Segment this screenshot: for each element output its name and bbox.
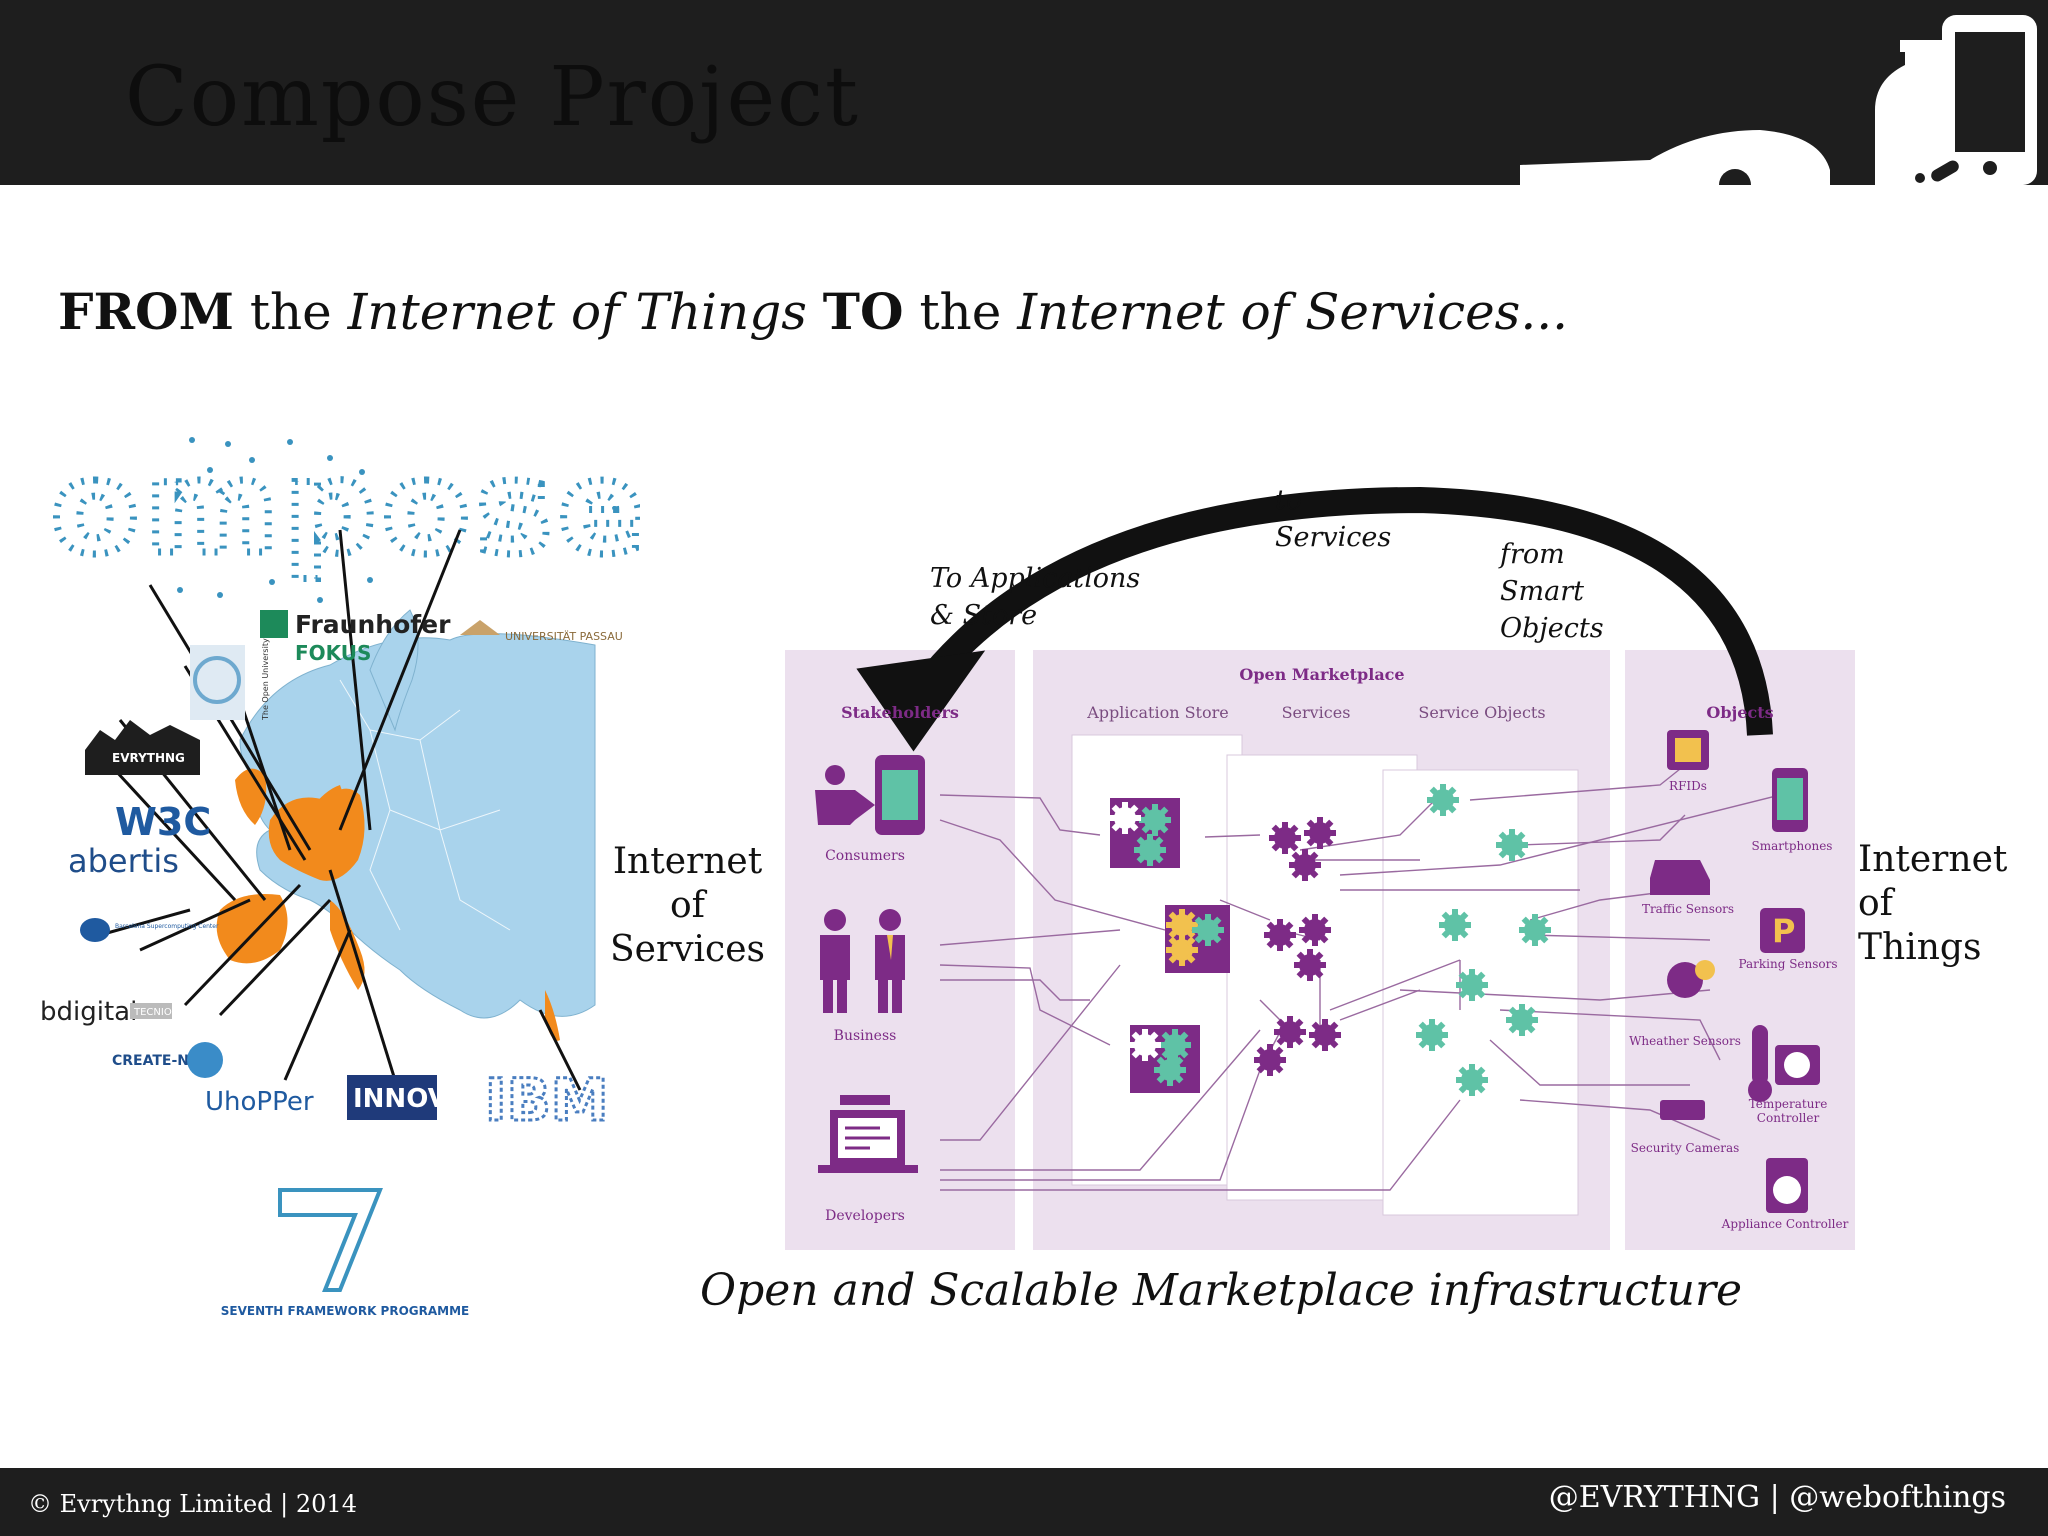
logo-create-net: CREATE-NET [112, 1042, 223, 1078]
app-store-apps [1109, 798, 1230, 1093]
header-devices-illustration [1520, 15, 2037, 185]
compose-logo-text: compose [40, 434, 640, 583]
traffic-sensors-label: Traffic Sensors [1642, 902, 1734, 916]
col-services: Services [1282, 703, 1351, 722]
developers-label: Developers [825, 1208, 905, 1224]
internet-of-things-label: Internet of Things [1858, 839, 2008, 968]
logo-w3c: W3C [115, 800, 211, 844]
footer-handles: @EVRYTHNG | @webofthings [1548, 1480, 2006, 1515]
logo-fraunhofer: Fraunhofer FOKUS [260, 610, 451, 665]
weather-sensors-label: Wheather Sensors [1629, 1034, 1741, 1048]
slide-title: Compose Project [125, 50, 860, 145]
logo-abertis: abertis [68, 842, 179, 880]
security-cameras-label: Security Cameras [1631, 1141, 1740, 1155]
objects-panel [1625, 650, 1855, 1250]
logo-evrythng-text: EVRYTHNG [112, 751, 185, 765]
logo-evrythng: EVRYTHNG [85, 720, 200, 775]
europe-map [216, 609, 596, 1041]
logo-passau-text: UNIVERSITÄT PASSAU [505, 630, 623, 643]
logo-fokus-text: FOKUS [295, 641, 371, 665]
compose-logo: compose [40, 431, 640, 603]
rfids-label: RFIDs [1669, 779, 1707, 793]
logo-tecno-text: TECNIO [133, 1007, 172, 1018]
consumers-icon [815, 755, 925, 835]
logo-fp7: SEVENTH FRAMEWORK PROGRAMME [221, 1188, 469, 1318]
col-application-store: Application Store [1086, 703, 1228, 722]
logo-open-university-text: The Open University [261, 638, 270, 721]
subtitle-the-1: the [249, 283, 332, 341]
svg-text:P: P [1772, 912, 1795, 950]
flow-arrow [914, 486, 1773, 736]
stakeholders-title: Stakeholders [841, 703, 959, 722]
logo-uhopper: UhoPPer [205, 1087, 314, 1117]
partner-map: compose [40, 431, 640, 1319]
subtitle-ios: Internet of Services... [1017, 283, 1568, 341]
internet-of-services-label: Internet of Services [610, 841, 765, 970]
marketplace-diagram: Stakeholders Open Marketplace Objects Ap… [785, 486, 1855, 1250]
logo-passau: UNIVERSITÄT PASSAU [460, 620, 623, 643]
business-label: Business [834, 1028, 897, 1044]
controller-label: Controller [1757, 1111, 1820, 1125]
logo-fp7-text: SEVENTH FRAMEWORK PROGRAMME [221, 1304, 469, 1318]
logo-ibm: IBM [485, 1066, 609, 1134]
logo-innova: INNOVA [347, 1075, 466, 1120]
logo-open-university: The Open University [190, 638, 270, 721]
logo-bsc-text: Barcelona Supercomputing Center [115, 923, 219, 930]
logo-innova-text: INNOVA [353, 1084, 466, 1114]
logo-bsc: Barcelona Supercomputing Center [80, 918, 219, 942]
business-icon [820, 909, 905, 1013]
slide-subtitle: FROM the Internet of Things TO the Inter… [58, 282, 1568, 341]
subtitle-from: FROM [58, 282, 234, 341]
logo-bdigital-text: bdigital [40, 997, 137, 1027]
footer-bar [0, 1468, 2048, 1536]
appliance-controller-label: Appliance Controller [1721, 1217, 1849, 1231]
parking-sensors-label: Parking Sensors [1738, 957, 1837, 971]
smartphones-label: Smartphones [1752, 839, 1833, 853]
developers-icon [818, 1095, 918, 1173]
logo-create-net-text: CREATE-NET [112, 1053, 209, 1069]
footer-copyright: © Evrythng Limited | 2014 [28, 1490, 357, 1518]
objects-title: Objects [1706, 703, 1773, 722]
arrow-label-applications: To Applications & Store [930, 563, 1141, 631]
consumers-label: Consumers [825, 848, 905, 864]
subtitle-the-2: the [919, 283, 1002, 341]
subtitle-to: TO [822, 282, 904, 341]
logo-fraunhofer-text: Fraunhofer [295, 610, 451, 639]
temperature-label: Temperature [1749, 1097, 1828, 1111]
arrow-label-smart-objects: from Smart Objects [1500, 539, 1604, 644]
marketplace-title: Open Marketplace [1239, 665, 1404, 684]
logo-bdigital: bdigital TECNIO [40, 997, 172, 1027]
diagram-tagline: Open and Scalable Marketplace infrastruc… [700, 1265, 1743, 1316]
col-service-objects: Service Objects [1418, 703, 1545, 722]
objects-icons: P [1650, 730, 1820, 1213]
subtitle-iot: Internet of Things [347, 283, 807, 341]
arrow-label-services: to Services [1275, 485, 1392, 553]
